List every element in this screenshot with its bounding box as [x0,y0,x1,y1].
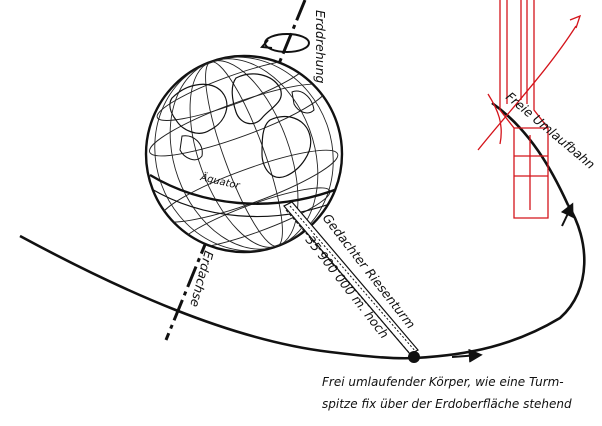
orbit-label: Freie Umlaufbahn [503,89,598,172]
orbit-arrow-icon [560,202,574,227]
orbit-arrow-icon [451,348,483,363]
tower-sketch-icon [477,0,582,219]
giant-tower [283,201,419,357]
body-caption-line2: spitze fix über der Erdoberfläche stehen… [322,397,572,411]
orbiting-body [408,351,420,363]
rotation-label: Erddrehung [313,10,328,84]
rotation-arrow-icon [259,33,310,53]
body-caption-line1: Frei umlaufender Körper, wie eine Turm- [322,375,564,389]
